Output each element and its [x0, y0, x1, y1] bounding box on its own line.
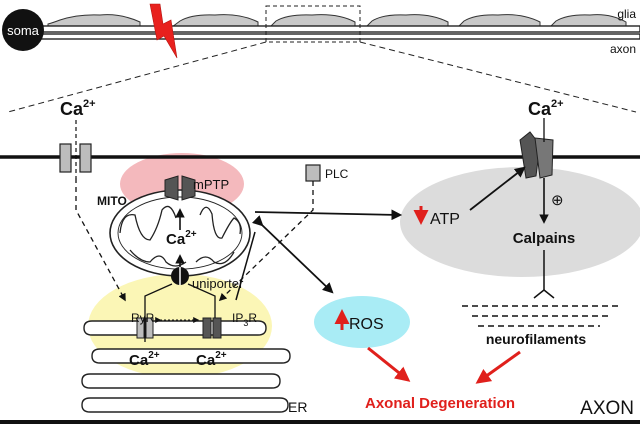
glia-rail	[29, 25, 640, 33]
mito-label: MITO	[97, 194, 127, 208]
endoplasmic-reticulum	[81, 320, 291, 413]
axon-rail	[29, 33, 640, 40]
ca-mito-label: Ca2+	[166, 229, 197, 248]
mito-to-ros-arrow	[252, 215, 334, 294]
signal-paths	[75, 178, 314, 318]
ca-er-left-label: Ca2+	[129, 350, 160, 369]
soma-circle	[2, 9, 44, 51]
plc-box	[305, 164, 321, 182]
ca-er-right-label: Ca2+	[196, 350, 227, 369]
calcium-channel-right	[519, 118, 554, 179]
er-label: ER	[288, 399, 307, 415]
plus-label: ⊕	[551, 192, 564, 209]
ip3r-label: IP3R	[232, 311, 257, 328]
calcium-channel-left	[59, 120, 92, 178]
axon-big-label: AXON	[580, 398, 634, 419]
zoom-box	[265, 5, 361, 43]
neurofilaments-label: neurofilaments	[486, 331, 587, 347]
axon-label: axon	[610, 42, 636, 56]
zoom-line-left	[7, 41, 267, 113]
atp-to-channel-arrow	[469, 166, 526, 211]
glia-label: glia	[617, 7, 636, 21]
calpain-zone	[400, 167, 640, 277]
atp-label: ATP	[430, 211, 460, 228]
ryr-channel	[136, 317, 154, 339]
neurofilament-lines	[462, 305, 620, 327]
ryr-label: RyR	[131, 311, 155, 325]
overview-panel: soma glia axon	[2, 3, 640, 113]
degeneration-label: Axonal Degeneration	[365, 395, 515, 412]
er-to-mito-arrow	[235, 231, 256, 301]
uniporter-label: uniporter	[192, 276, 244, 291]
calpains-label: Calpains	[513, 230, 576, 247]
ip3r-channel	[202, 317, 222, 339]
ca-right-label: Ca2+	[528, 98, 564, 119]
ca-left-label: Ca2+	[60, 98, 96, 119]
ros-label: ROS	[349, 316, 384, 333]
plc-label: PLC	[325, 167, 349, 181]
mito-to-atp-arrow	[254, 209, 403, 221]
soma-label: soma	[7, 23, 40, 38]
mptp-label: mPTP	[193, 177, 229, 192]
glia-sheaths	[47, 14, 627, 28]
calpain-cleavage-line	[533, 250, 555, 299]
mitochondrion	[109, 189, 251, 277]
zoom-line-right	[359, 41, 637, 113]
mptp-pore	[164, 175, 196, 201]
nf-to-degeneration-arrow	[475, 350, 521, 384]
ros-to-degeneration-arrow	[367, 346, 411, 382]
injury-lightning-icon	[149, 3, 178, 59]
